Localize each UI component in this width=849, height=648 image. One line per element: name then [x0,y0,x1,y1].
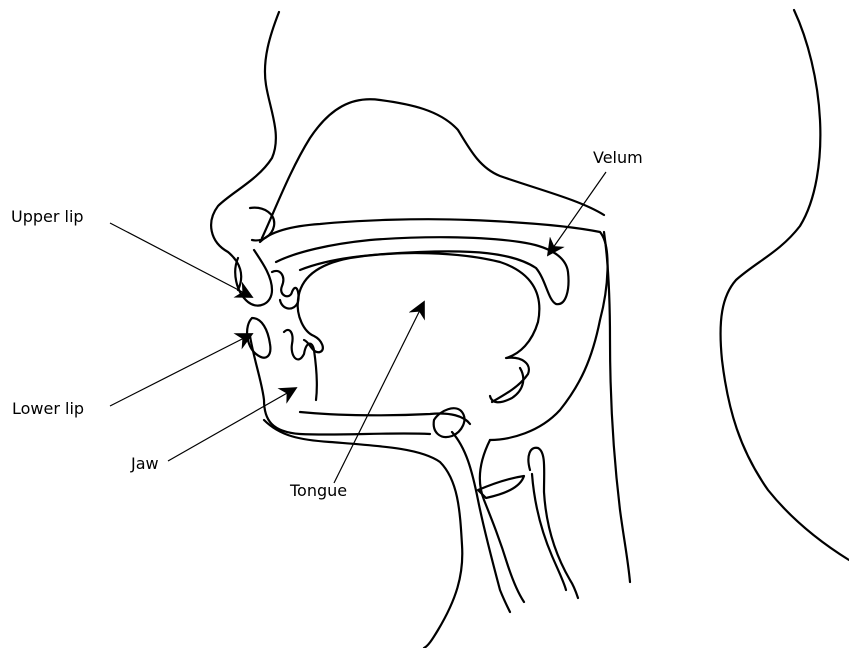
label-velum: Velum [593,150,643,166]
label-jaw: Jaw [131,456,159,472]
upper-teeth [272,271,299,309]
larynx-back [480,440,524,602]
vocal-fold [478,476,524,498]
face-profile-upper [211,12,279,290]
label-lower-lip: Lower lip [12,401,84,417]
velum-pointer [548,172,606,255]
lower-lip-pointer [110,334,252,406]
neck-front [264,420,462,648]
tongue [298,253,539,402]
label-tongue: Tongue [290,483,347,499]
nasal-cavity-roof [262,99,604,238]
lower-teeth [284,330,317,400]
mouth-floor [300,412,470,424]
jaw-pointer [168,388,296,461]
trachea-inner [532,474,566,590]
upper-lip-pointer [110,223,252,297]
label-upper-lip: Upper lip [11,209,84,225]
trachea [528,448,578,598]
back-of-head [721,10,849,560]
neck-back [604,232,630,582]
palate [276,237,569,304]
tongue-pointer [334,302,424,483]
jaw-outline [250,336,430,435]
